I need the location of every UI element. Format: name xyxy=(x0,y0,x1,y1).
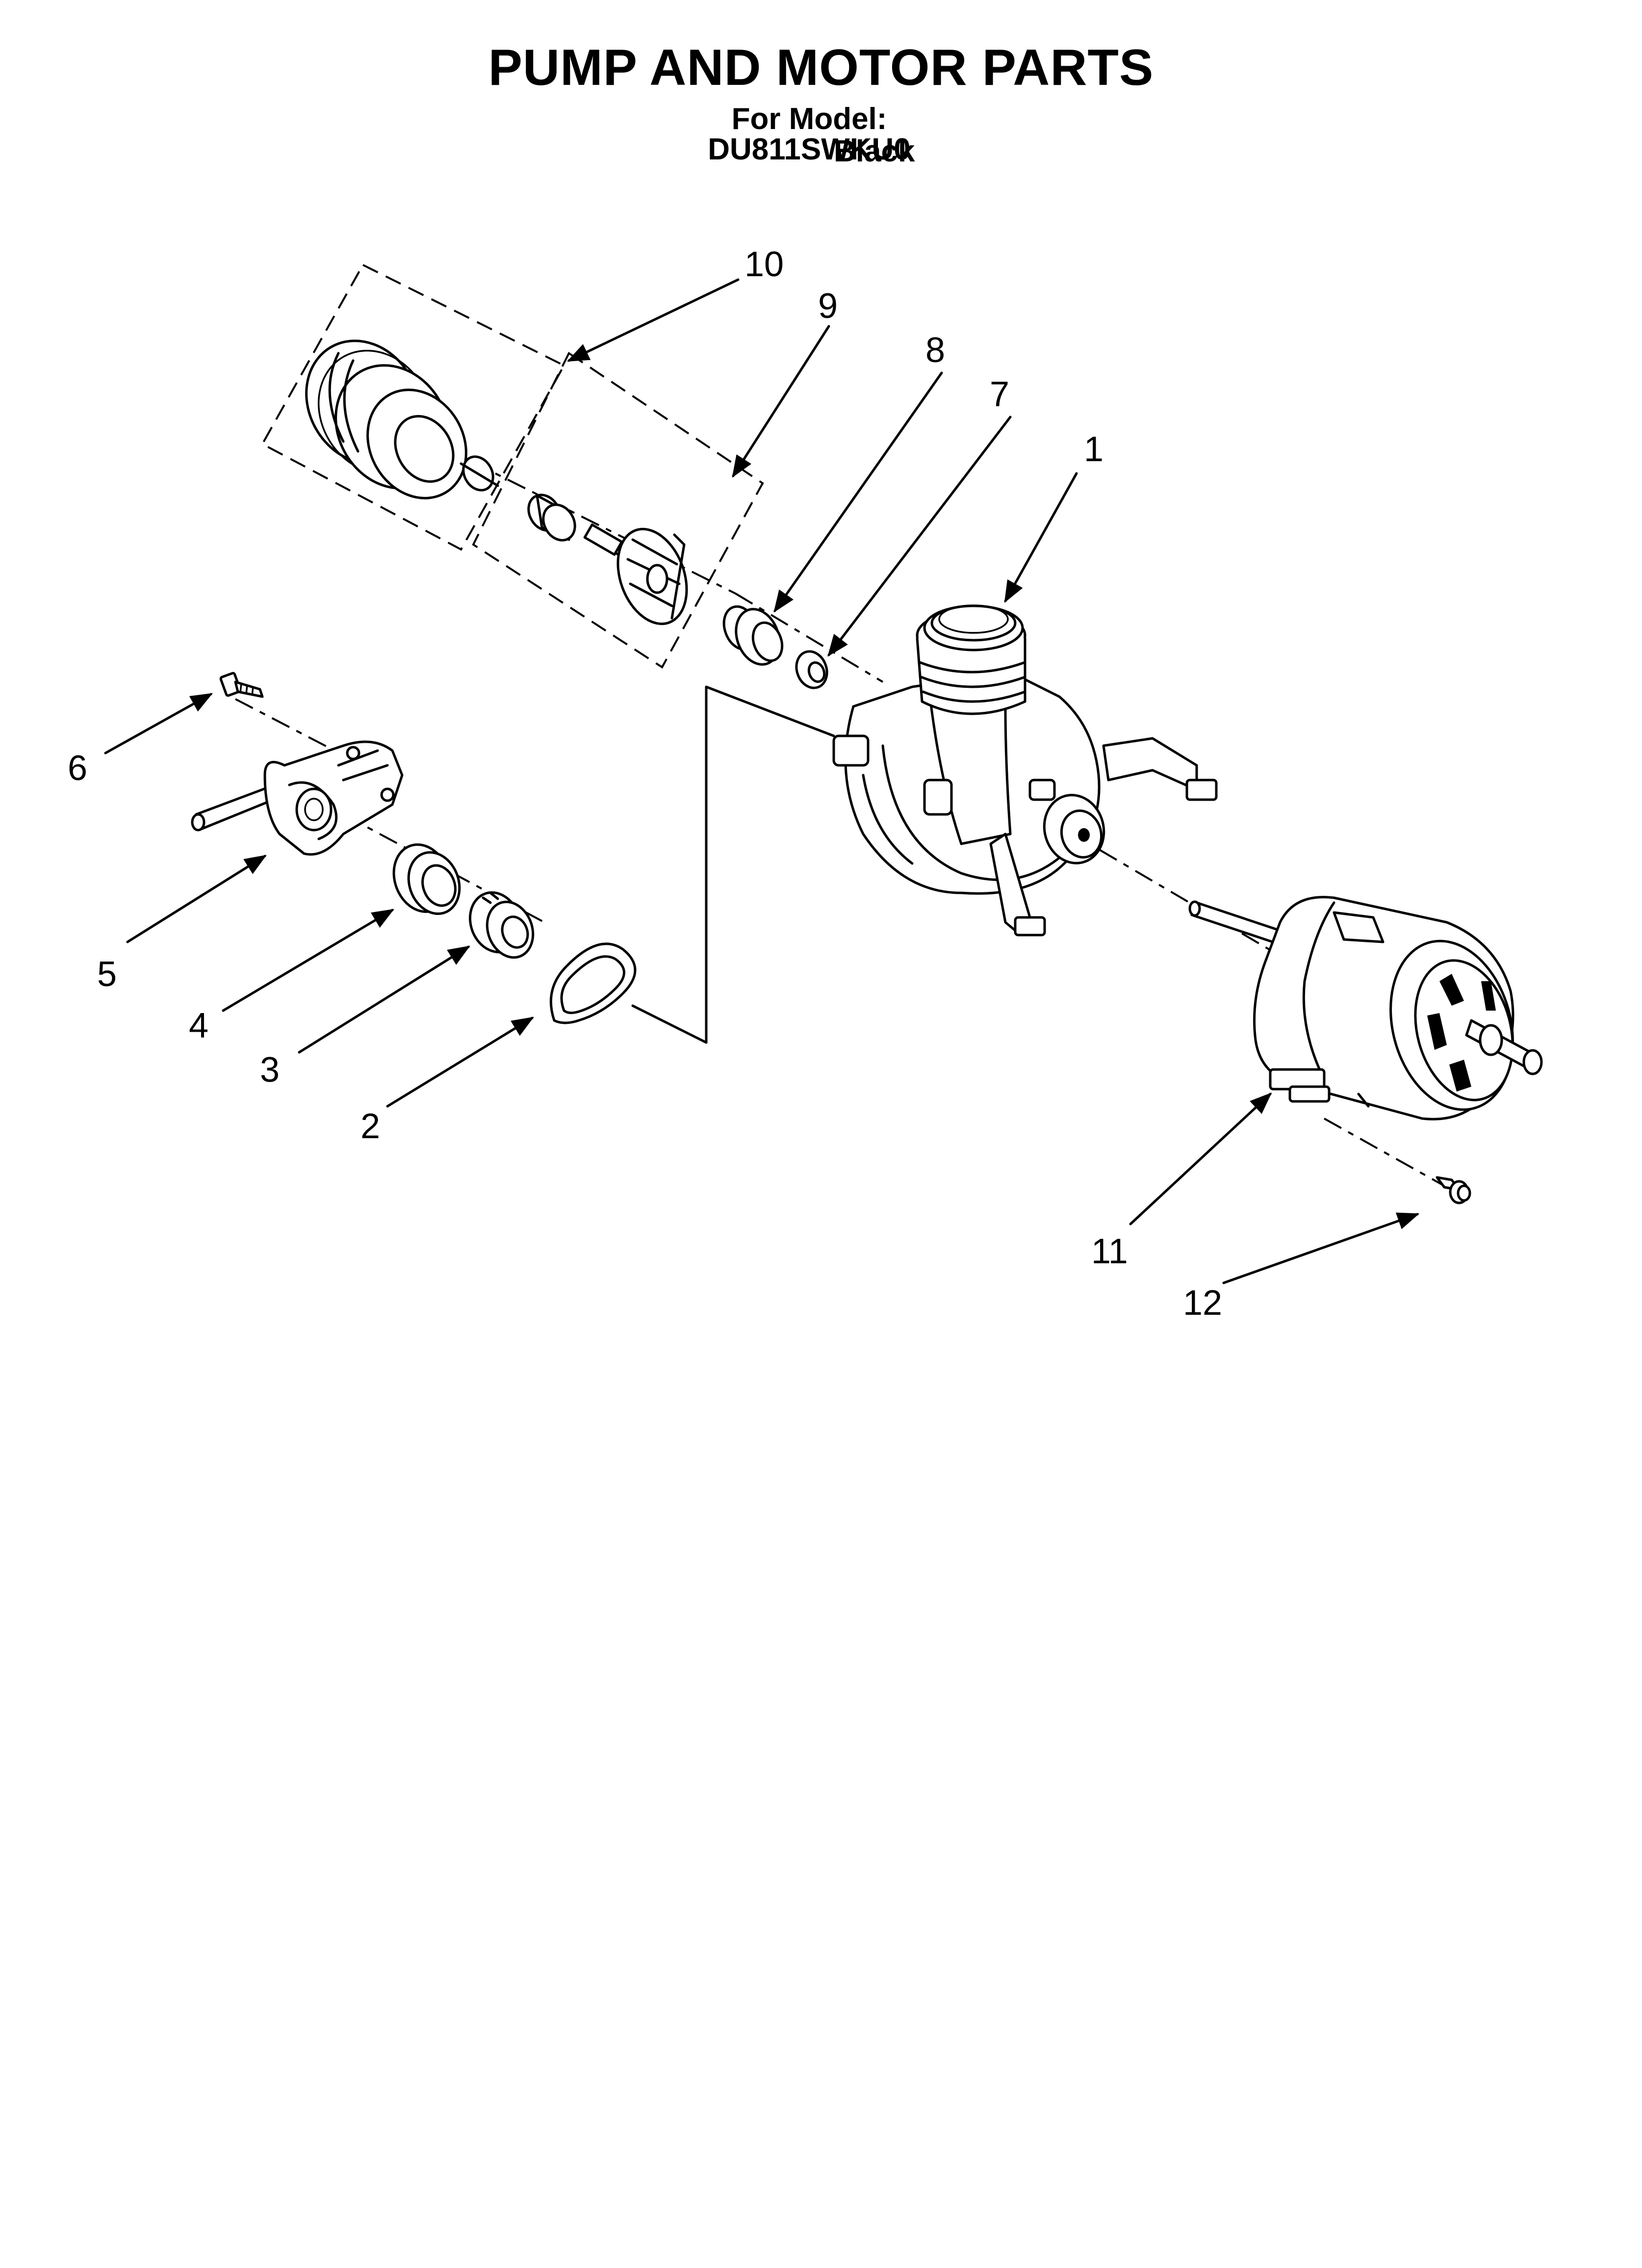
large-seal xyxy=(305,339,467,499)
part-6-screw xyxy=(219,672,264,698)
callout-leaders xyxy=(104,278,1420,1284)
part-5-cover xyxy=(191,740,404,856)
part-1-pump-housing xyxy=(832,604,1218,937)
callout-9: 9 xyxy=(818,287,838,326)
impeller xyxy=(583,523,688,626)
callout-1: 1 xyxy=(1084,430,1103,469)
callout-12: 12 xyxy=(1183,1283,1222,1323)
callout-10: 10 xyxy=(744,245,784,284)
callout-2: 2 xyxy=(360,1107,380,1146)
part-4-ring xyxy=(392,843,461,915)
part-9-impeller-kit xyxy=(472,352,764,669)
model-color: Black xyxy=(834,134,915,168)
callout-8: 8 xyxy=(925,331,945,370)
page-title: PUMP AND MOTOR PARTS xyxy=(488,39,1154,96)
callout-3: 3 xyxy=(260,1050,280,1090)
part-10-seal-kit xyxy=(261,263,565,551)
model-number: For Model: DU811SWKU0 xyxy=(708,102,911,166)
part-3-seal xyxy=(468,891,535,959)
callout-numbers: 10 9 8 7 1 6 5 4 3 2 11 12 xyxy=(68,245,1222,1323)
assembly-center-lines xyxy=(235,460,1447,1188)
callout-4: 4 xyxy=(189,1006,208,1045)
part-7-washer xyxy=(795,650,828,689)
callout-7: 7 xyxy=(990,375,1009,414)
part-12-screw xyxy=(1436,1176,1471,1204)
callout-5: 5 xyxy=(97,955,117,994)
part-2-gasket xyxy=(549,942,637,1024)
part-11-motor xyxy=(1188,896,1543,1121)
callout-11: 11 xyxy=(1091,1232,1128,1271)
spacer xyxy=(527,494,576,542)
part-8-seal xyxy=(722,605,784,666)
callout-6: 6 xyxy=(68,749,87,788)
